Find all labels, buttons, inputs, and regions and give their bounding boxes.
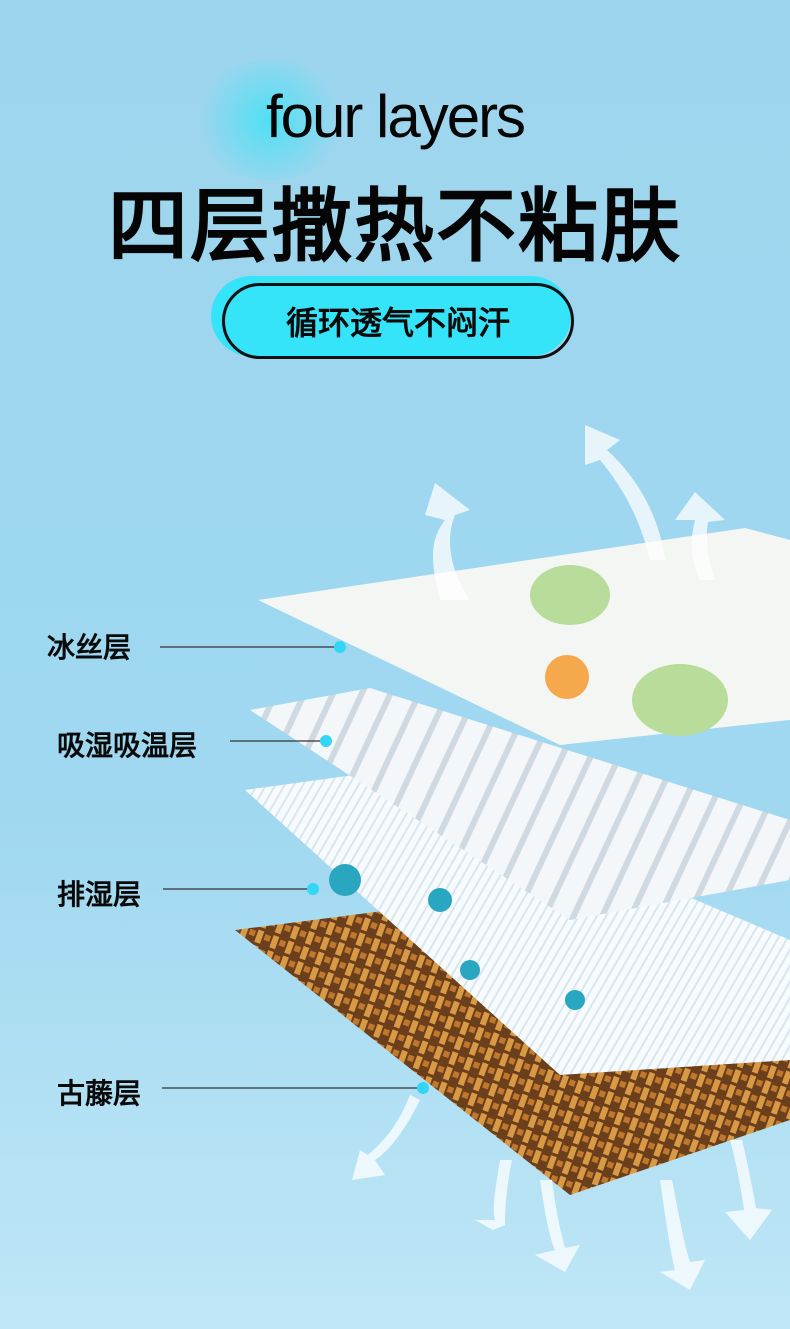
layer-label-wicking: 排湿层 [57, 878, 142, 911]
layer-label-absorbing: 吸湿吸温层 [57, 729, 198, 762]
feature-badge: 循环透气不闷汗 [222, 283, 574, 359]
layer-label-ice-silk: 冰丝层 [47, 631, 132, 664]
moisture-wicking-layer [245, 770, 790, 1075]
airflow-arrows [352, 425, 772, 1290]
title-chinese: 四层撒热不粘肤 [108, 180, 682, 273]
badge-shadow [211, 276, 571, 356]
leader-lines [160, 646, 423, 1089]
title-glow [190, 60, 350, 180]
leader-dots [307, 641, 429, 1094]
layer-label-rattan: 古藤层 [57, 1077, 142, 1110]
title-english: four layers [265, 83, 526, 150]
absorbing-tube-layer [250, 688, 790, 920]
